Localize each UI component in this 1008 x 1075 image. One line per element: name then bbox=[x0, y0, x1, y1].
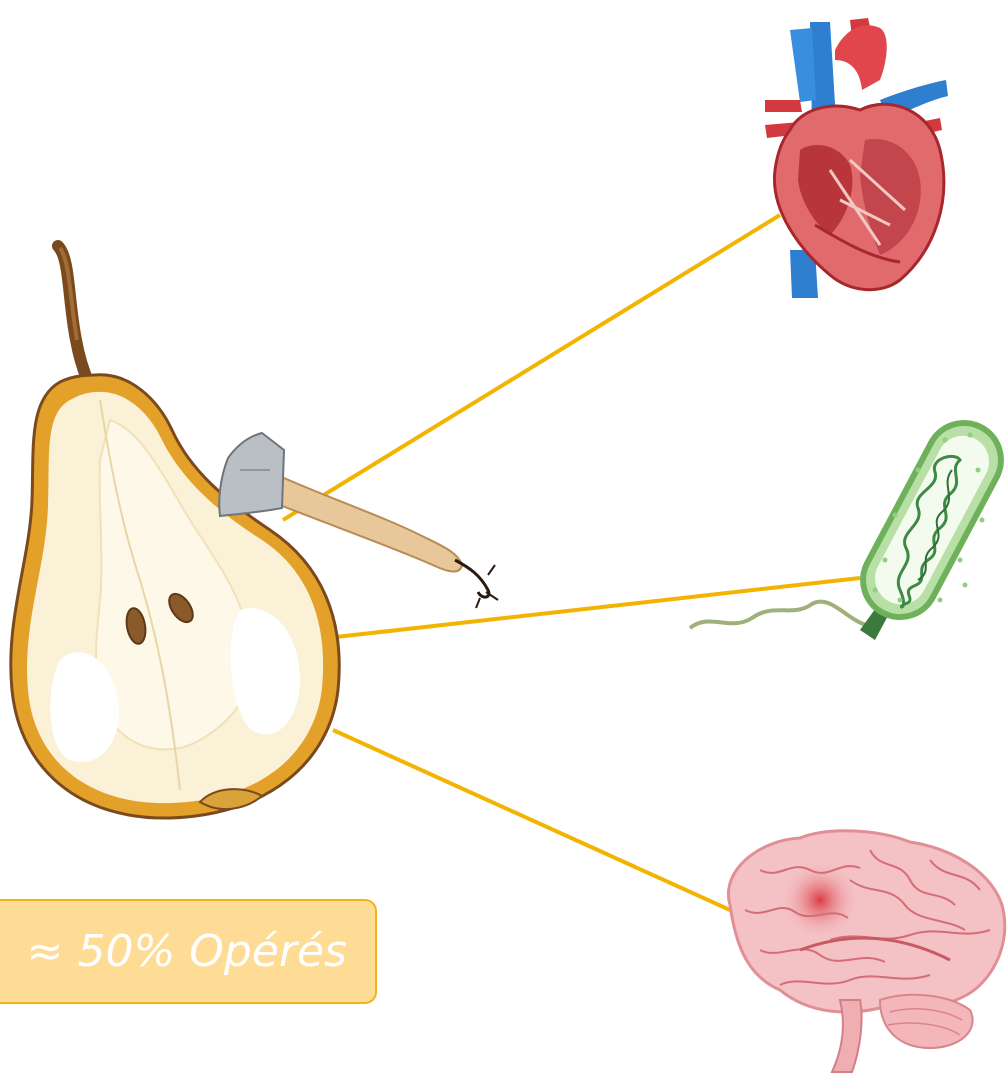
connector-to-brain bbox=[333, 730, 730, 910]
connector-to-heart bbox=[283, 215, 780, 520]
bacterium-icon bbox=[690, 410, 1008, 640]
connector-to-bacterium bbox=[336, 578, 860, 637]
heart-icon bbox=[765, 18, 948, 298]
pear-icon bbox=[11, 246, 339, 818]
connector-lines bbox=[283, 215, 860, 910]
percentage-label-text: ≈ 50% Opérés bbox=[27, 926, 347, 977]
percentage-label-box: ≈ 50% Opérés bbox=[0, 899, 377, 1004]
brain-icon bbox=[728, 831, 1004, 1072]
